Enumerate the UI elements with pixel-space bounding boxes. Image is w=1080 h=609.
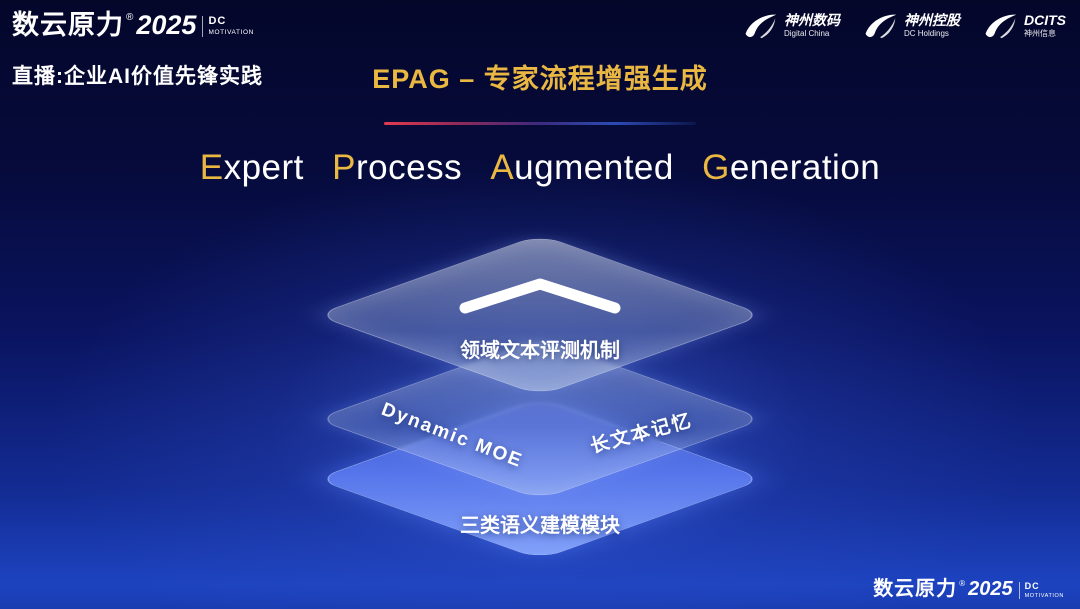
brand-name: 数云原力 <box>12 10 124 40</box>
brand-name: 数云原力 <box>873 577 958 600</box>
logo-subtitle: 神州信息 <box>1024 29 1056 39</box>
brand-registered-mark: ® <box>126 12 134 23</box>
bottom-layer-label: 三类语义建模模块 <box>460 515 620 537</box>
logo-subtitle: Digital China <box>784 29 830 39</box>
subtitle-expansion: Expert Process Augmented Generation <box>0 148 1080 188</box>
logo-name: 神州控股 <box>904 12 960 29</box>
dc-swoosh-icon <box>985 14 1017 39</box>
brand-logo-bottom-right: 数云原力 ® 2025 DC MOTIVATION <box>873 577 1064 600</box>
subtitle-word-generation: Generation <box>702 148 880 188</box>
brand-dc-motivation: DC MOTIVATION <box>1018 580 1064 599</box>
brand-dc: DC <box>1024 580 1040 591</box>
company-logos: 神州数码 Digital China 神州控股 DC Holdings DCIT… <box>742 12 1066 39</box>
subtitle-word-expert: Expert <box>200 148 304 188</box>
logo-text: 神州数码 Digital China <box>784 12 840 38</box>
dc-swoosh-icon <box>865 14 897 39</box>
logo-subtitle: DC Holdings <box>904 29 949 39</box>
chevron-up-icon <box>459 278 621 314</box>
gradient-divider <box>384 122 696 125</box>
top-layer-label: 领域文本评测机制 <box>460 340 620 362</box>
brand-motivation: MOTIVATION <box>208 29 254 36</box>
brand-dc-motivation: DC MOTIVATION <box>202 16 253 37</box>
subtitle-rest: ugmented <box>514 148 674 187</box>
logo-name: 神州数码 <box>784 12 840 29</box>
subtitle-initial: E <box>199 148 224 187</box>
logo-text: 神州控股 DC Holdings <box>904 12 960 38</box>
subtitle-word-process: Process <box>332 148 462 188</box>
subtitle-rest: eneration <box>729 148 881 187</box>
logo-dcits: DCITS 神州信息 <box>982 12 1066 39</box>
live-stream-label: 直播:企业AI价值先锋实践 <box>12 65 263 88</box>
logo-name: DCITS <box>1024 12 1066 29</box>
subtitle-rest: xpert <box>223 148 304 187</box>
subtitle-initial: A <box>490 148 515 187</box>
subtitle-word-augmented: Augmented <box>490 148 674 188</box>
logo-dc-holdings: 神州控股 DC Holdings <box>862 12 960 39</box>
subtitle-rest: rocess <box>355 148 463 187</box>
brand-year: 2025 <box>136 10 197 40</box>
logo-digital-china: 神州数码 Digital China <box>742 12 840 39</box>
brand-dc: DC <box>208 15 227 27</box>
brand-registered-mark: ® <box>959 578 966 588</box>
subtitle-initial: G <box>702 148 730 187</box>
subtitle-initial: P <box>332 148 356 187</box>
dc-swoosh-icon <box>745 14 777 39</box>
brand-year: 2025 <box>968 577 1013 600</box>
logo-text: DCITS 神州信息 <box>1024 12 1066 38</box>
brand-motivation: MOTIVATION <box>1024 592 1064 599</box>
page-title: EPAG – 专家流程增强生成 <box>372 64 708 94</box>
brand-logo-top-left: 数云原力 ® 2025 DC MOTIVATION <box>12 12 254 39</box>
